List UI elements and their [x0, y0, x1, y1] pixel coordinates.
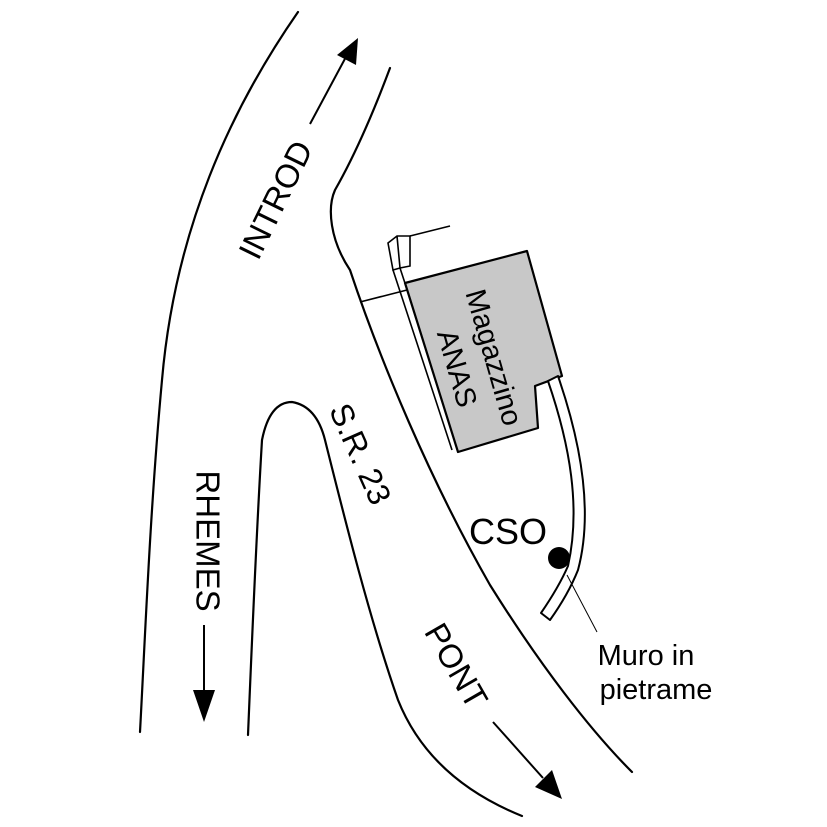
yard-line [409, 225, 451, 237]
left-road-inner-edge [246, 400, 524, 818]
arrow-down-right-icon [535, 770, 562, 799]
label-pont: PONT [417, 617, 495, 715]
main-road-east-edge [329, 66, 634, 774]
wall-label-line1: Muro in [598, 640, 695, 672]
arrow-down-icon [193, 690, 215, 722]
label-introd: INTROD [231, 135, 320, 265]
gate-structure [387, 235, 411, 272]
road-edges [138, 10, 634, 818]
warehouse-area [359, 225, 564, 454]
pont-arrow-shaft [492, 721, 544, 779]
label-sr23: S.R. 23 [322, 398, 398, 510]
warehouse-building [403, 249, 564, 454]
yard-wall-west [392, 269, 453, 451]
arrow-up-icon [337, 38, 358, 65]
point-marker-icon [548, 547, 570, 569]
stone-wall [540, 375, 586, 621]
left-road-outer-edge [138, 10, 300, 734]
wall-label-line2: pietrame [600, 674, 713, 706]
driveway-line [359, 289, 408, 303]
marker-label: CSO [469, 511, 547, 552]
wall-leader-line [566, 574, 598, 633]
label-rhemes: RHEMES [189, 470, 226, 611]
introd-arrow-shaft [309, 54, 348, 125]
arrows [193, 38, 562, 799]
